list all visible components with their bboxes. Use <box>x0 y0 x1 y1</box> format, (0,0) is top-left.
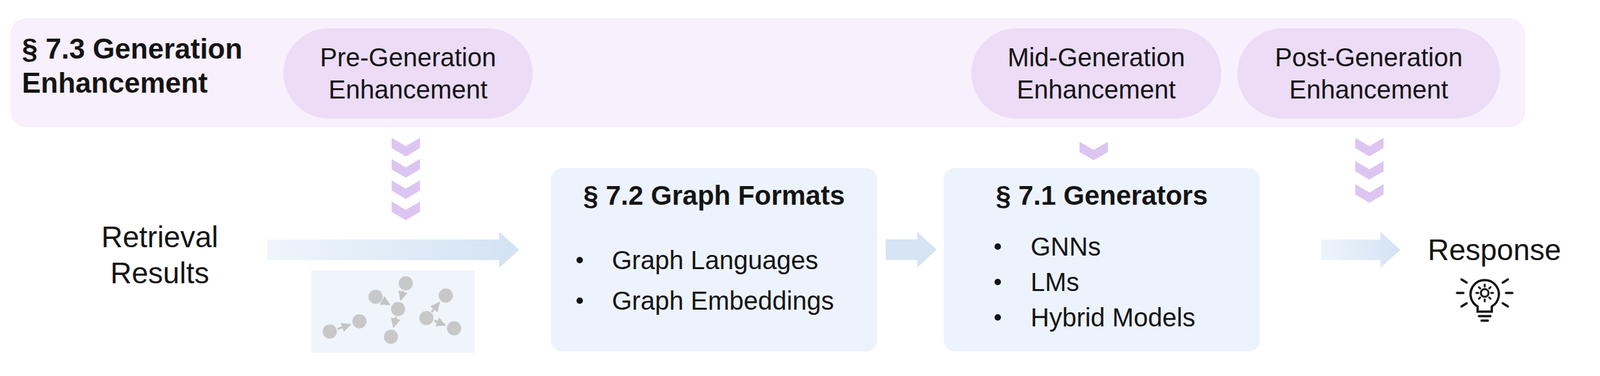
bullet-row: GNNs <box>943 230 1260 263</box>
stage-label: Pre-Generation Enhancement <box>301 41 515 106</box>
bullet-text: Hybrid Models <box>1030 301 1196 334</box>
graph-vertex <box>322 324 337 339</box>
graph-edge <box>434 320 446 326</box>
heading-row: § 7.1 Generators <box>943 179 1260 214</box>
chevron-stack <box>391 137 420 221</box>
graph-edge <box>337 324 351 330</box>
bullet-text: GNNs <box>1030 230 1101 263</box>
bulb-glass <box>1470 280 1499 312</box>
bullet-row: Graph Embeddings <box>550 284 878 317</box>
stage-label: Mid-Generation Enhancement <box>989 41 1204 106</box>
chevron <box>1079 141 1108 161</box>
bullet-dot <box>576 297 583 305</box>
chevron <box>1355 184 1384 203</box>
graph-vertex <box>383 329 399 344</box>
chevron <box>391 180 420 200</box>
bulb-gear <box>1480 289 1489 297</box>
bullet-dot <box>994 314 1001 321</box>
section-box: § 7.2 Graph FormatsGraph LanguagesGraph … <box>550 168 878 352</box>
chevron <box>391 201 420 221</box>
bullet-dot <box>994 243 1001 250</box>
section-heading: § 7.1 Generators <box>995 179 1208 214</box>
graph-edge <box>400 291 404 301</box>
graph-vertex <box>390 302 406 317</box>
section-heading: § 7.2 Graph Formats <box>582 179 845 214</box>
graph-edge <box>393 316 397 328</box>
chevron <box>1355 137 1384 157</box>
graph-vertex <box>368 289 383 305</box>
stage-label: Post-Generation Enhancement <box>1255 41 1483 106</box>
stage-pill: Post-Generation Enhancement <box>1237 28 1501 119</box>
bullet-dot <box>576 257 583 264</box>
flow-arrow <box>885 231 937 268</box>
bullet-row: Graph Languages <box>550 244 878 277</box>
input-label: Retrieval Results <box>72 219 247 292</box>
chevron <box>391 159 420 178</box>
graph-edge <box>431 302 440 313</box>
flow-arrow <box>267 231 520 268</box>
bullet-text: LMs <box>1030 266 1080 299</box>
flow-arrow <box>1321 231 1401 268</box>
gear-teeth <box>1476 284 1494 302</box>
lightbulb-icon <box>1457 279 1513 321</box>
bullet-row: Hybrid Models <box>943 301 1260 334</box>
section-title: § 7.3 Generation Enhancement <box>21 32 286 101</box>
heading-row: § 7.2 Graph Formats <box>550 179 878 214</box>
graph-vertex <box>419 311 434 326</box>
chevron <box>1355 161 1384 180</box>
bulb-base <box>1478 314 1491 318</box>
section-band: Pre-Generation Enhancement Mid-Generation… <box>10 18 1526 128</box>
bullet-text: Graph Languages <box>611 244 819 277</box>
graph-edge <box>382 300 390 305</box>
section-box: § 7.1 GeneratorsGNNsLMsHybrid Models <box>943 168 1260 352</box>
chevron-stack <box>1079 141 1108 161</box>
bullet-row: LMs <box>943 266 1260 299</box>
stage-pill: Mid-Generation Enhancement <box>971 28 1222 119</box>
graph-vertex <box>352 314 367 329</box>
bullet-text: Graph Embeddings <box>611 284 835 317</box>
chevron <box>391 137 420 157</box>
bulb-base <box>1481 319 1488 323</box>
bullet-dot <box>994 278 1001 286</box>
bulb-rays <box>1457 279 1513 307</box>
graph-vertex <box>438 288 453 303</box>
graph-vertex <box>447 321 462 336</box>
stage-pill: Pre-Generation Enhancement <box>283 28 533 119</box>
output-label: Response <box>1427 231 1562 268</box>
chevron-stack <box>1355 137 1384 203</box>
graph-illustration <box>311 270 475 353</box>
graph-panel <box>311 270 475 353</box>
graph-vertex <box>398 276 413 291</box>
